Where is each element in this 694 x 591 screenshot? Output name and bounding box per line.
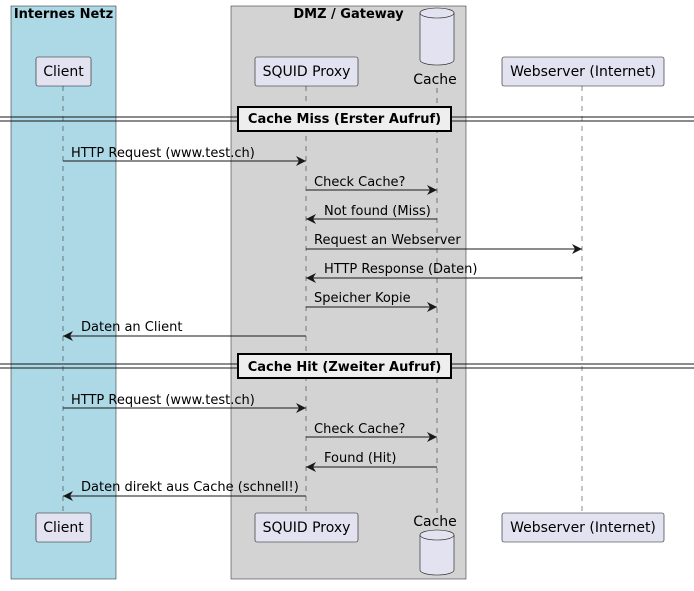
divider-cache-miss: Cache Miss (Erster Aufruf)	[0, 106, 694, 132]
participant-webserver-bottom: Webserver (Internet)	[501, 512, 665, 543]
divider-cache-hit: Cache Hit (Zweiter Aufruf)	[0, 353, 694, 379]
participant-cache-bottom-label: Cache	[413, 514, 457, 530]
message-3: Not found (Miss)	[306, 204, 437, 224]
message-11: Daten direkt aus Cache (schnell!)	[63, 480, 306, 501]
participant-client-top: Client	[35, 56, 92, 87]
message-8: HTTP Request (www.test.ch)	[63, 393, 306, 413]
message-11-label: Daten direkt aus Cache (schnell!)	[81, 480, 299, 495]
message-10-label: Found (Hit)	[324, 451, 396, 466]
message-4: Request an Webserver	[306, 233, 582, 254]
message-6: Speicher Kopie	[306, 291, 437, 312]
database-icon	[419, 535, 455, 576]
participant-squid-proxy-top: SQUID Proxy	[254, 56, 359, 87]
participant-squid-proxy-top-label: SQUID Proxy	[263, 64, 351, 80]
participant-cache-top-label: Cache	[413, 72, 457, 88]
participant-squid-proxy-bottom-label: SQUID Proxy	[263, 520, 351, 536]
message-5-label: HTTP Response (Daten)	[324, 262, 477, 277]
participant-webserver-top: Webserver (Internet)	[501, 56, 665, 87]
message-4-label: Request an Webserver	[314, 233, 461, 248]
participant-client-top-label: Client	[43, 64, 84, 80]
message-1-label: HTTP Request (www.test.ch)	[71, 146, 255, 161]
box-dmz-gateway-title: DMZ / Gateway	[293, 7, 404, 22]
box-internes-netz: Internes Netz	[10, 5, 117, 580]
divider-cache-hit-label: Cache Hit (Zweiter Aufruf)	[248, 360, 442, 375]
message-9: Check Cache?	[306, 422, 437, 442]
message-7: Daten an Client	[63, 320, 306, 341]
box-internes-netz-title: Internes Netz	[14, 7, 113, 22]
message-10: Found (Hit)	[306, 451, 437, 472]
message-1: HTTP Request (www.test.ch)	[63, 146, 306, 166]
participant-cache-bottom: Cache	[413, 514, 457, 576]
participant-squid-proxy-bottom: SQUID Proxy	[254, 512, 359, 543]
message-2-label: Check Cache?	[314, 175, 405, 190]
participant-client-bottom: Client	[35, 512, 92, 543]
participant-client-bottom-label: Client	[43, 520, 84, 536]
message-8-label: HTTP Request (www.test.ch)	[71, 393, 255, 408]
participant-webserver-top-label: Webserver (Internet)	[510, 64, 656, 80]
message-3-label: Not found (Miss)	[324, 204, 431, 219]
participant-cache-top: Cache	[413, 7, 457, 88]
database-icon	[419, 13, 455, 66]
message-2: Check Cache?	[306, 175, 437, 195]
message-7-label: Daten an Client	[81, 320, 182, 335]
message-9-label: Check Cache?	[314, 422, 405, 437]
message-5: HTTP Response (Daten)	[306, 262, 582, 283]
message-6-label: Speicher Kopie	[314, 291, 411, 306]
divider-cache-miss-label: Cache Miss (Erster Aufruf)	[248, 112, 441, 127]
participant-webserver-bottom-label: Webserver (Internet)	[510, 520, 656, 536]
box-dmz-gateway: DMZ / Gateway	[230, 5, 467, 580]
